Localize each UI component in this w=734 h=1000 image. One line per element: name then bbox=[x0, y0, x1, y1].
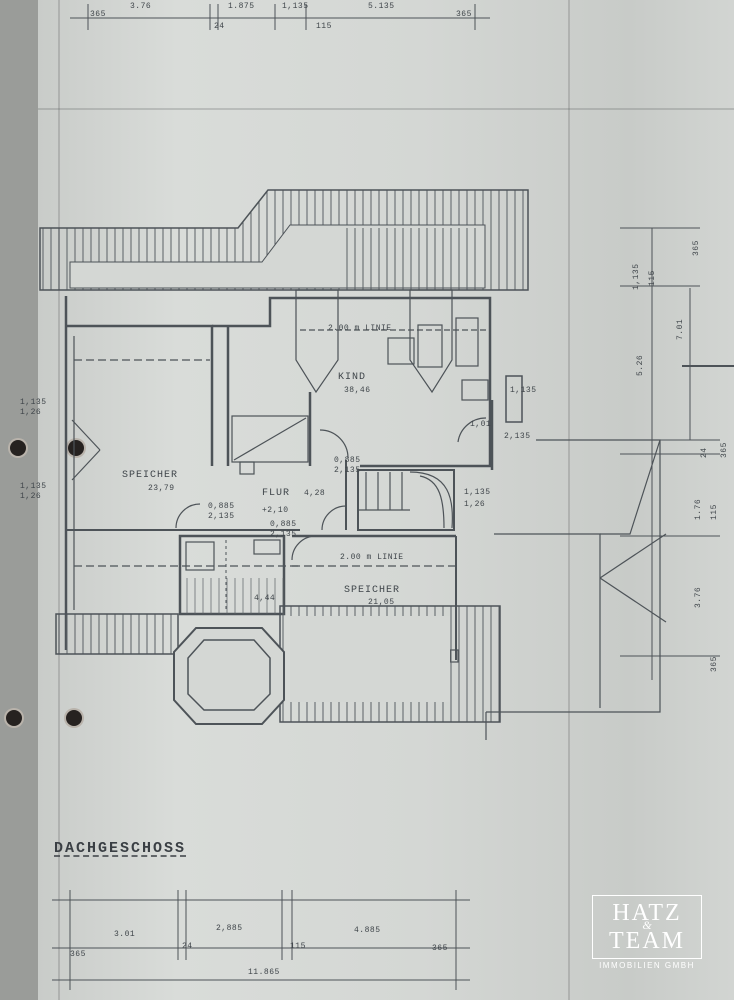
bathroom bbox=[178, 534, 286, 616]
dim-label: 1,135 bbox=[510, 386, 537, 395]
dim-label: 5.135 bbox=[368, 2, 395, 11]
dim-label: 1.875 bbox=[228, 2, 255, 11]
dim-label: 1,135 bbox=[282, 2, 309, 11]
speicher-left-details bbox=[66, 336, 300, 610]
kind-room-details bbox=[231, 289, 523, 466]
dim-label: 1,135 bbox=[20, 482, 47, 491]
dim-label: 1.76 bbox=[694, 498, 703, 520]
staircase bbox=[321, 460, 455, 531]
paper-fold-horizontal bbox=[38, 108, 734, 110]
dim-label: 1,26 bbox=[464, 500, 486, 509]
dim-label: 1,26 bbox=[20, 492, 42, 501]
dim-label: 4.885 bbox=[354, 926, 381, 935]
punch-hole bbox=[10, 440, 26, 456]
room-area-kind: 38,46 bbox=[344, 386, 371, 395]
right-dimension-line bbox=[620, 227, 734, 680]
annotation-2m-line: 2.00 m LINIE bbox=[340, 553, 404, 562]
paper-fold-vertical bbox=[568, 0, 570, 1000]
dim-label: 1,26 bbox=[20, 408, 42, 417]
top-dimension-line bbox=[70, 4, 490, 30]
dim-label: 7.01 bbox=[676, 318, 685, 340]
dim-label: 2,135 bbox=[270, 530, 297, 539]
punch-hole bbox=[68, 440, 84, 456]
dim-label: 0,885 bbox=[270, 520, 297, 529]
dim-label: 24 bbox=[700, 447, 709, 458]
paper-fold-left bbox=[58, 0, 60, 1000]
dim-label: 115 bbox=[648, 270, 657, 286]
dim-label: 24 bbox=[182, 942, 193, 951]
logo-word-hatz: HATZ bbox=[612, 900, 682, 926]
dim-label: 365 bbox=[432, 944, 448, 953]
level-marker: +2,10 bbox=[262, 506, 289, 515]
dim-label: 0,885 bbox=[334, 456, 361, 465]
dim-label: 1,135 bbox=[632, 263, 641, 290]
roof-overhang-bottom bbox=[55, 605, 501, 725]
dim-label: 115 bbox=[290, 942, 306, 951]
dim-label: 365 bbox=[720, 442, 729, 458]
dim-label: 2,135 bbox=[504, 432, 531, 441]
room-area-bad: 4,44 bbox=[254, 594, 276, 603]
dim-label: 0,885 bbox=[208, 502, 235, 511]
dim-label: 365 bbox=[692, 240, 701, 256]
plan-title: DACHGESCHOSS bbox=[54, 840, 187, 857]
room-area-flur: 4,28 bbox=[304, 489, 326, 498]
dim-label: 115 bbox=[316, 22, 332, 31]
dim-label: 365 bbox=[90, 10, 106, 19]
dim-label: 11.865 bbox=[248, 968, 280, 977]
dim-label: 1,135 bbox=[20, 398, 47, 407]
logo-subtitle: IMMOBILIEN GMBH bbox=[599, 961, 695, 970]
dim-label: 3.76 bbox=[694, 586, 703, 608]
dim-label: 1,135 bbox=[464, 488, 491, 497]
room-name-flur: FLUR bbox=[262, 488, 291, 499]
room-name-speicher-left: SPEICHER bbox=[122, 470, 179, 481]
logo-ampersand: & bbox=[642, 918, 652, 932]
dim-label: 2,885 bbox=[216, 924, 243, 933]
punch-hole bbox=[66, 710, 82, 726]
room-area-speicher-left: 23,79 bbox=[148, 484, 175, 493]
annotation-2m-line: 2.00 m LINIE bbox=[328, 324, 392, 333]
punch-hole bbox=[6, 710, 22, 726]
logo-word-team: TEAM bbox=[609, 928, 685, 954]
dim-label: 115 bbox=[710, 504, 719, 520]
dim-label: 2,135 bbox=[334, 466, 361, 475]
dim-label: 365 bbox=[70, 950, 86, 959]
roof-overhang-top bbox=[39, 189, 529, 291]
dim-label: 365 bbox=[710, 656, 719, 672]
room-name-kind: KIND bbox=[338, 372, 367, 383]
dim-label: 1,01 bbox=[470, 420, 492, 429]
bottom-dimension-line bbox=[52, 890, 470, 990]
terrace-outline bbox=[485, 439, 667, 740]
dim-label: 3.76 bbox=[130, 2, 152, 11]
dim-label: 5.26 bbox=[636, 354, 645, 376]
blueprint-sheet bbox=[38, 0, 734, 1000]
dim-label: 2,135 bbox=[208, 512, 235, 521]
room-name-speicher-right: SPEICHER bbox=[344, 585, 401, 596]
dim-label: 365 bbox=[456, 10, 472, 19]
exterior-walls bbox=[64, 296, 494, 650]
dim-label: 24 bbox=[214, 22, 225, 31]
company-logo: HATZ & TEAM IMMOBILIEN GMBH bbox=[588, 893, 706, 977]
logo-frame bbox=[592, 895, 702, 959]
dim-label: 3.01 bbox=[114, 930, 136, 939]
room-area-speicher-right: 21,05 bbox=[368, 598, 395, 607]
